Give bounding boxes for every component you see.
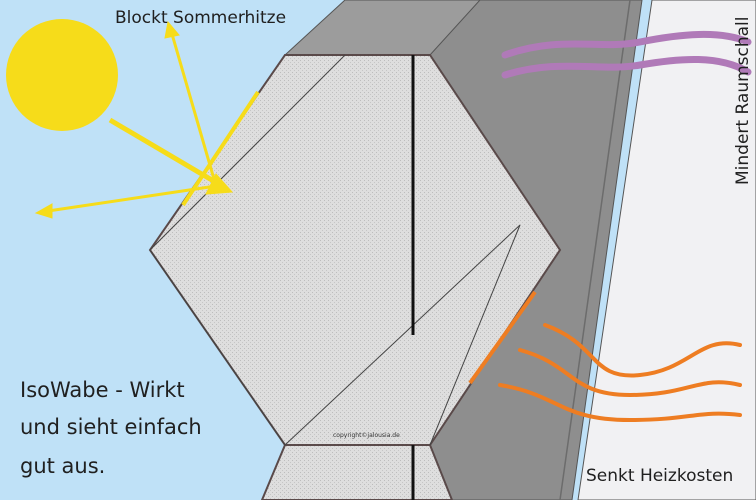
heating-costs-label: Senkt Heizkosten <box>586 466 733 486</box>
copyright-text: copyright©jalousia.de <box>333 432 400 439</box>
fold-line <box>284 224 521 446</box>
headline-line1: IsoWabe - Wirkt <box>20 378 185 402</box>
fold-line <box>149 54 346 251</box>
heat-wave-icon <box>498 323 742 423</box>
reflection-bar <box>181 90 260 207</box>
sun-rays <box>34 20 234 219</box>
sun-icon <box>6 19 118 131</box>
fold-line <box>149 249 286 446</box>
room-noise-label: Mindert Raumschall <box>733 16 753 185</box>
frame-edge <box>559 0 631 500</box>
headline-line2: und sieht einfach <box>20 415 202 439</box>
summer-heat-label: Blockt Sommerhitze <box>115 8 286 28</box>
sound-wave-icon <box>501 30 752 79</box>
heat-bar <box>468 290 537 385</box>
honeycomb-cell-lower <box>260 444 454 500</box>
fold-line <box>429 224 521 446</box>
headline-line3: gut aus. <box>20 454 105 478</box>
